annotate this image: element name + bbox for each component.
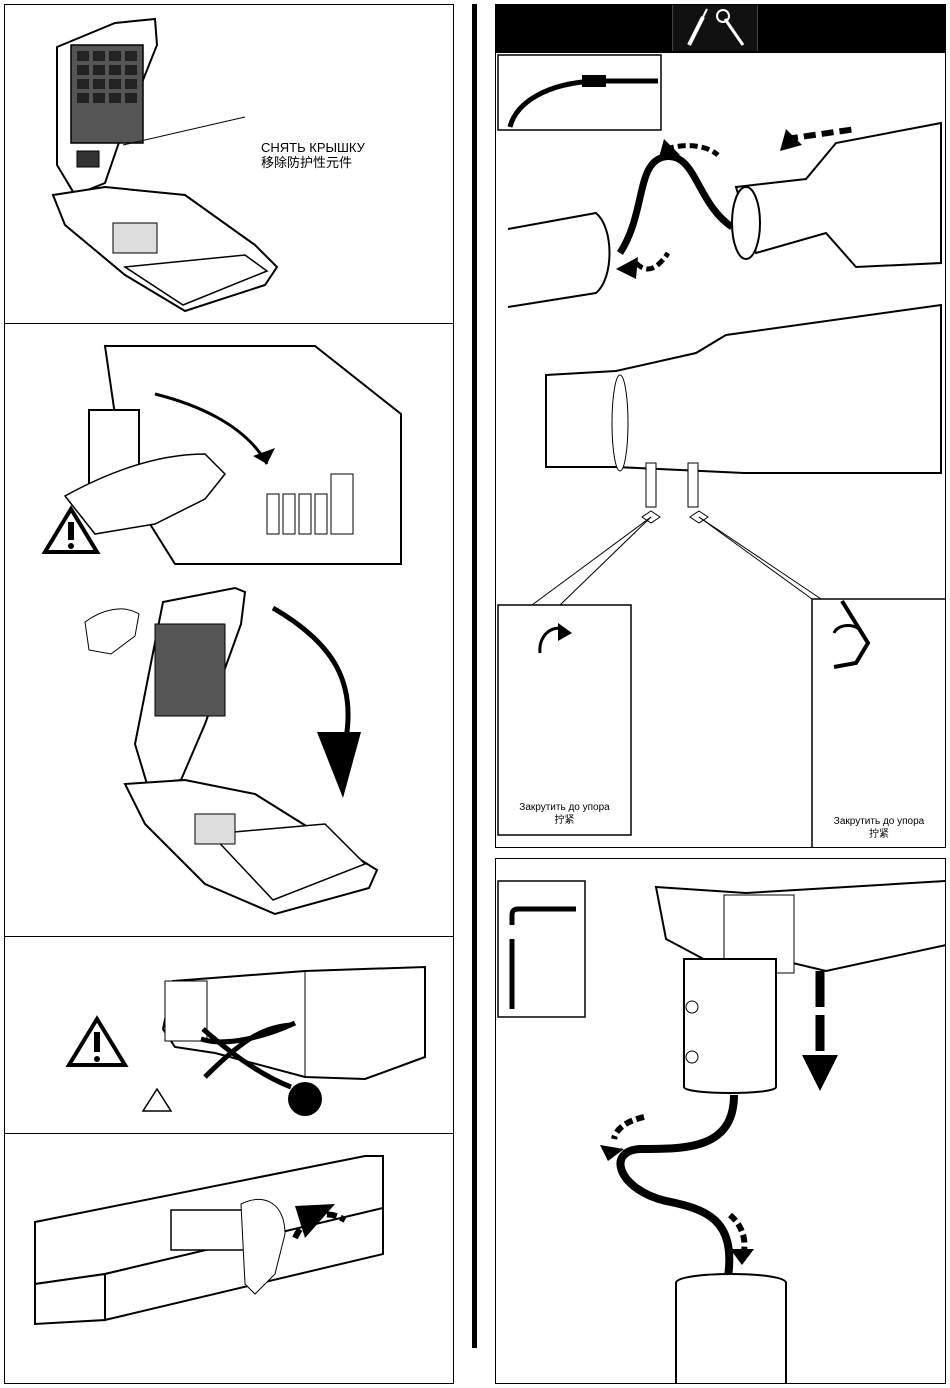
step3-panel	[4, 936, 454, 1134]
detail-left-box	[498, 605, 631, 835]
detail-left-label-zh: 拧紧	[498, 815, 631, 827]
warning-icon	[69, 1019, 125, 1065]
detail-right-label-ru: Закрутить до упора	[814, 816, 944, 828]
top-entry-panel	[495, 858, 946, 1384]
screwdriver-icon	[689, 9, 707, 45]
remove-cover-label-zh: 移除防护性元件	[261, 155, 352, 170]
step2-panel	[4, 323, 454, 937]
no-cable-lift-illustration	[5, 937, 454, 1134]
wrench-icon	[717, 10, 743, 45]
wiring-illustration	[5, 324, 454, 937]
detail-right-label-zh: 拧紧	[814, 829, 944, 841]
side-entry-inset	[498, 55, 661, 130]
column-divider	[472, 4, 477, 1348]
step4-panel	[4, 1133, 454, 1384]
open-fixture-illustration	[5, 5, 454, 324]
detail-right-box	[812, 599, 946, 848]
side-entry-illustration	[496, 53, 946, 848]
fragile-icon	[143, 1089, 171, 1111]
tools-box	[672, 5, 758, 51]
step1-panel: СНЯТЬ КРЫШКУ 移除防护性元件	[4, 4, 454, 324]
remove-cover-label-ru: СНЯТЬ КРЫШКУ	[261, 140, 365, 155]
detail-left-label-ru: Закрутить до упора	[498, 802, 631, 814]
top-entry-illustration	[496, 859, 946, 1384]
lid-close-illustration	[5, 1134, 454, 1384]
side-entry-panel: Закрутить до упора 拧紧 Закрутить до упора…	[495, 52, 946, 848]
